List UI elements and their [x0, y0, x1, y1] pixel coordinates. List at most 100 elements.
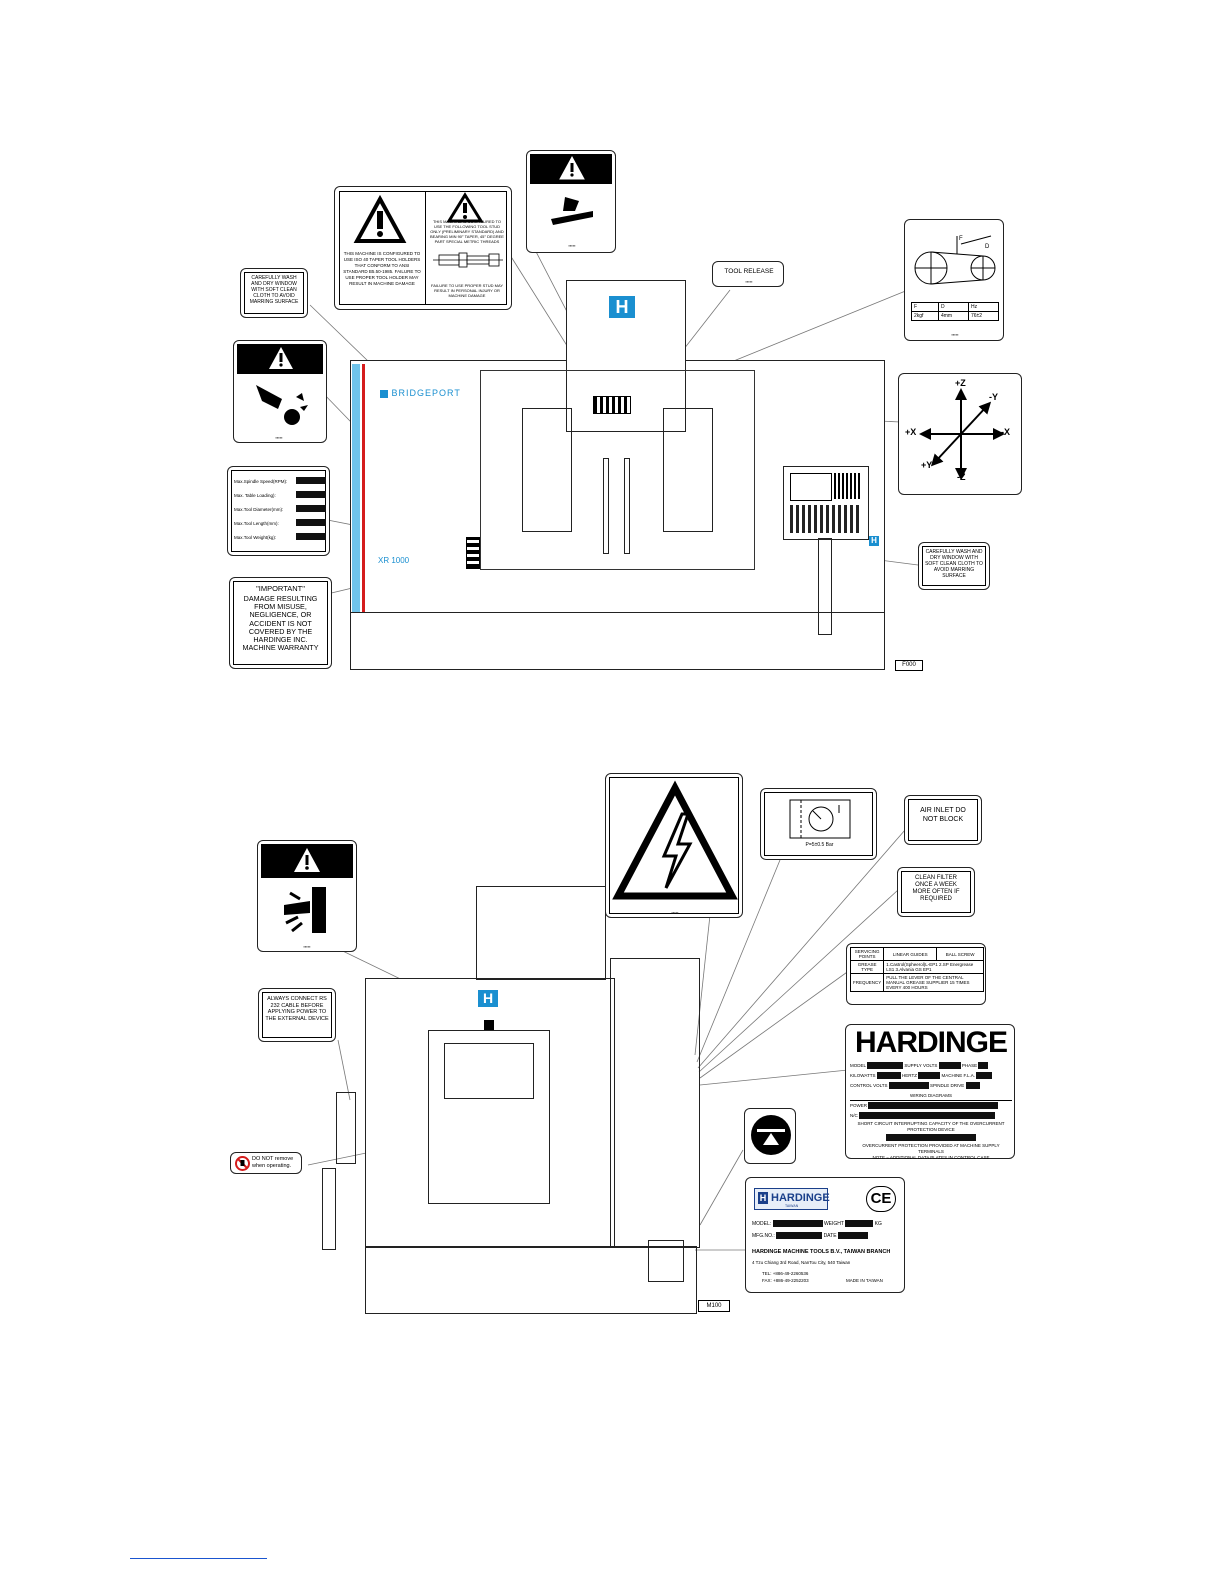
grease-chart-label: SERVICING POINTS LINEAR GUIDES BALL SCRE… — [846, 943, 986, 1005]
plate-short-circuit-text: SHORT CIRCUIT INTERRUPTING CAPACITY OF T… — [857, 1121, 1005, 1132]
side-label-cluster — [466, 537, 480, 569]
grease-type-header: GREASE TYPE — [849, 960, 885, 974]
plate-fla-label: MACHINE F.L.A. — [941, 1073, 976, 1078]
belt-value-d: 4mm — [937, 311, 969, 321]
id-plate-fields: MODEL: WEIGHT KG MFG.NO.: DATE — [752, 1218, 902, 1242]
machine-base-rear — [365, 1246, 697, 1314]
do-not-remove-text: DO NOT remove when operating. — [252, 1156, 294, 1169]
max-ratings-label: Max.Spindle Speed(RPM): Max. Table Loadi… — [227, 466, 330, 556]
axis-label-nz: -Z — [957, 472, 966, 482]
machine-blue-stripe — [352, 364, 360, 612]
plate-phase-label: PHASE — [961, 1063, 978, 1068]
right-door-window — [663, 408, 713, 532]
tool-stud-diagram — [433, 252, 503, 268]
important-warranty-label: "IMPORTANT" DAMAGE RESULTING FROM MISUSE… — [229, 577, 332, 669]
clean-filter-label: CLEAN FILTER ONCE A WEEK MORE OFTEN IF R… — [897, 867, 975, 917]
rs232-text: ALWAYS CONNECT RS 232 CABLE BEFORE APPLY… — [265, 996, 329, 1022]
axis-label-ny: -Y — [989, 392, 998, 402]
pressure-gauge-text: P=5±0.5 Bar — [805, 842, 834, 848]
grease-frequency-header: FREQUENCY — [849, 973, 885, 992]
tool-release-label: TOOL RELEASE ▪▪▪▪▪ — [712, 261, 784, 287]
id-plate-brand-sub: TAIWAN — [785, 1204, 799, 1208]
belt-value-f: 2kgf — [911, 311, 939, 321]
plate-wiring-label: WIRING DIAGRAMS — [850, 1091, 1012, 1101]
hardinge-id-plate: H HARDINGE TAIWAN CE MODEL: WEIGHT KG MF… — [745, 1177, 905, 1293]
enclosure-door-frame — [480, 370, 755, 570]
lube-pump — [648, 1240, 684, 1282]
cabinet-window — [444, 1043, 534, 1099]
model-text: XR 1000 — [378, 556, 410, 565]
footer-rule — [130, 1558, 267, 1559]
axis-label-px: +X — [905, 427, 917, 437]
brand-logo-bridgeport: BRIDGEPORT — [380, 388, 461, 398]
drawing-tag-bottom: M100 — [698, 1300, 730, 1312]
brand-logo-h-top: H — [609, 296, 635, 318]
plate-power-label: POWER — [850, 1103, 868, 1108]
pressure-gauge-label: P=5±0.5 Bar — [760, 788, 877, 860]
id-kg-label: KG — [874, 1221, 882, 1227]
plate-model-label: MODEL — [850, 1063, 866, 1068]
max-rating-item: Max.Tool Length(mm): — [234, 521, 279, 526]
hand-crush-icon — [551, 193, 593, 225]
svg-text:F: F — [959, 236, 963, 242]
brand-text: BRIDGEPORT — [391, 388, 461, 398]
hardinge-plate-brand: HARDINGE — [854, 1026, 1008, 1059]
id-model-label: MODEL: — [752, 1221, 772, 1227]
wash-window-label-right: CAREFULLY WASH AND DRY WINDOW WITH SOFT … — [918, 542, 990, 590]
grease-linear-guides: LINEAR GUIDES — [883, 947, 938, 961]
id-address: 4 Tzu Chiang 3rd Road, NanTou City, 540 … — [752, 1260, 851, 1265]
id-fax: FAX: +886-49-2252203 — [762, 1278, 809, 1283]
control-screen — [790, 473, 832, 501]
plate-control-volts-label: CONTROL VOLTS — [850, 1083, 888, 1088]
axis-label-pz: +Z — [955, 378, 966, 388]
tool-taper-label: THIS MACHINE IS CONFIGURED TO USE ISO 40… — [334, 186, 512, 310]
belt-header-hz: Hz — [967, 302, 1000, 312]
axis-label-py: +Y — [921, 460, 933, 470]
high-voltage-icon — [612, 780, 738, 900]
tool-release-text: TOOL RELEASE — [724, 268, 774, 275]
max-rating-item: Max.Tool Weight(kg): — [234, 535, 277, 540]
axis-label-nx: -X — [1001, 427, 1010, 437]
max-rating-item: Max.Tool Diameter(mm): — [234, 507, 284, 512]
id-company: HARDINGE MACHINE TOOLS B.V., TAIWAN BRAN… — [752, 1249, 891, 1255]
door-handle-right — [624, 458, 630, 554]
warning-triangle-icon — [353, 194, 407, 243]
id-weight-label: WEIGHT — [823, 1221, 844, 1227]
brand-logo-h-bottom: H — [478, 990, 498, 1007]
machine-side-cabinet — [610, 958, 700, 1248]
id-mfg-label: MFG.NO.: — [752, 1233, 775, 1239]
clean-filter-text: CLEAN FILTER ONCE A WEEK MORE OFTEN IF R… — [912, 875, 960, 902]
high-voltage-label: ▪▪▪▪▪ — [605, 773, 743, 918]
hand-impact-icon — [284, 887, 326, 933]
no-touch-icon — [235, 1156, 250, 1171]
cable-conduit — [322, 1168, 336, 1250]
hand-crush-warning-label: ▪▪▪▪▪ — [526, 150, 616, 253]
axis-arrows-icon — [919, 388, 1005, 480]
warning-triangle-icon — [559, 155, 585, 180]
belt-pulley-diagram: F D — [914, 235, 996, 285]
machine-base — [350, 612, 885, 671]
rs232-label: ALWAYS CONNECT RS 232 CABLE BEFORE APPLY… — [258, 988, 336, 1042]
belt-value-hz: 76±2 — [967, 311, 1000, 321]
id-made-in: MADE IN TAIWAN — [846, 1278, 883, 1283]
id-plate-brand-box: H HARDINGE TAIWAN — [754, 1188, 830, 1210]
warning-triangle-icon — [269, 347, 293, 369]
door-handle-left — [603, 458, 609, 554]
hand-impact-warning-label: ▪▪▪▪▪ — [257, 840, 357, 952]
machine-rear-column — [476, 886, 606, 980]
plate-note-text: NOTE = ADDITIONAL DATA PLATES IN CONTROL… — [872, 1155, 990, 1160]
air-inlet-label: AIR INLET DO NOT BLOCK — [904, 795, 982, 845]
id-date-label: DATE — [823, 1233, 837, 1239]
plate-supply-volts-label: SUPPLY VOLTS — [904, 1063, 938, 1068]
important-body: DAMAGE RESULTING FROM MISUSE, NEGLIGENCE… — [242, 594, 319, 653]
warning-triangle-icon — [446, 192, 484, 223]
ce-mark: CE — [866, 1186, 896, 1212]
air-inlet-text: AIR INLET DO NOT BLOCK — [920, 807, 966, 823]
max-rating-item: Max.Spindle Speed(RPM): — [234, 479, 288, 484]
plate-nc-label: N/C — [850, 1113, 858, 1118]
machine-red-stripe — [362, 364, 365, 612]
wash-window-text: CAREFULLY WASH AND DRY WINDOW WITH SOFT … — [249, 275, 299, 305]
flying-chips-icon — [256, 385, 308, 425]
drawing-tag-top: F000 — [895, 660, 923, 671]
